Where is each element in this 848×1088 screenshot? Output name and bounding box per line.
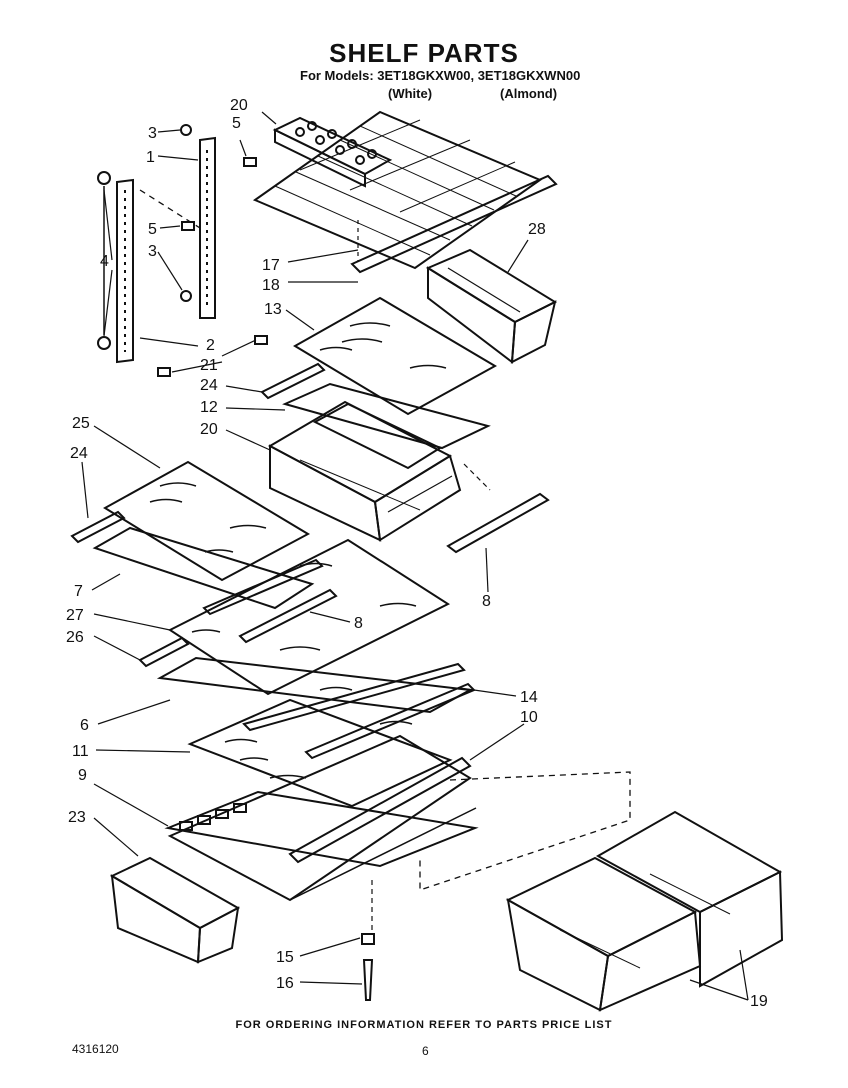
roller-assembly (361, 933, 375, 945)
crisper-drawer-right (595, 810, 784, 988)
crisper-cover-frame (164, 790, 479, 868)
callout-16: 16 (276, 975, 294, 992)
shelf-rail-24-left (70, 510, 126, 544)
door-bin-lower (109, 856, 241, 964)
callout-22: 20 (230, 97, 248, 114)
callout-2: 2 (206, 337, 215, 354)
crisper-drawer-left (505, 856, 702, 1012)
callout-23: 23 (68, 809, 86, 826)
meat-keeper-drawer (267, 400, 462, 542)
color-almond-label: (Almond) (500, 86, 558, 101)
egg-tray (272, 116, 393, 188)
page-number: 6 (422, 1044, 429, 1058)
callout-28: 28 (528, 221, 546, 238)
shelf-rail-24-top (260, 362, 326, 400)
screw-bottom (157, 367, 171, 377)
callout-9: 9 (78, 767, 87, 784)
callout-21: 21 (200, 357, 218, 374)
glass-shelf-13 (293, 296, 498, 416)
callout-6: 6 (80, 717, 89, 734)
shelf-rail-26 (138, 636, 190, 668)
callout-15: 15 (276, 949, 294, 966)
callout-17: 17 (262, 257, 280, 274)
bracket-cap-top (180, 124, 192, 136)
callout-20: 20 (200, 421, 218, 438)
callout-3-top: 3 (148, 125, 157, 142)
shelf-trim-top (350, 174, 558, 274)
callout-26: 26 (66, 629, 84, 646)
ordering-note: FOR ORDERING INFORMATION REFER TO PARTS … (235, 1019, 613, 1031)
callout-13: 13 (264, 301, 282, 318)
callout-19: 19 (750, 993, 768, 1010)
callout-18: 18 (262, 277, 280, 294)
callout-12: 12 (200, 399, 218, 416)
callout-27: 27 (66, 607, 84, 624)
models-line: For Models: 3ET18GKXW00, 3ET18GKXWN00 (300, 68, 581, 83)
callout-5-mid: 5 (148, 221, 157, 238)
screw-upper (243, 157, 257, 167)
shelf-bracket-left (116, 178, 134, 364)
callout-24-left: 24 (70, 445, 88, 462)
shelf-bracket-rear (199, 136, 216, 319)
callout-4: 4 (100, 253, 109, 270)
callout-25: 25 (72, 415, 90, 432)
rail-cap-top (97, 171, 111, 185)
callout-1: 1 (146, 149, 155, 166)
callout-10: 10 (520, 709, 538, 726)
callout-24-top: 24 (200, 377, 218, 394)
screw-lower (254, 335, 268, 345)
bracket-cap-bottom (180, 290, 192, 302)
callout-8-middle: 8 (354, 615, 363, 632)
screw-middle (181, 221, 195, 231)
rail-cap-bottom (97, 336, 111, 350)
color-white-label: (White) (388, 86, 433, 101)
glass-shelf-27 (168, 538, 451, 696)
callout-3-mid: 3 (148, 243, 157, 260)
adjustment-screw (362, 959, 374, 1001)
crisper-cover-glass (187, 698, 453, 808)
shelf-frame-7 (92, 526, 315, 610)
callout-11: 11 (72, 743, 89, 760)
callout-7: 7 (74, 583, 83, 600)
callout-5-top: 5 (232, 115, 241, 132)
callout-14: 14 (520, 689, 538, 706)
drawer-rail-8-right (446, 492, 550, 554)
callout-8-right: 8 (482, 593, 491, 610)
document-part-number: 4316120 (72, 1042, 119, 1056)
meat-keeper-cover (282, 382, 491, 450)
shelf-trim-14 (304, 682, 476, 760)
glass-shelf-25 (103, 460, 311, 582)
door-bin-upper (425, 248, 558, 364)
drawer-rail-8-middle (238, 588, 338, 644)
crisper-frame-10 (167, 734, 477, 902)
shelf-frame-6-trim (242, 662, 466, 732)
diagram-title: SHELF PARTS (329, 38, 519, 68)
